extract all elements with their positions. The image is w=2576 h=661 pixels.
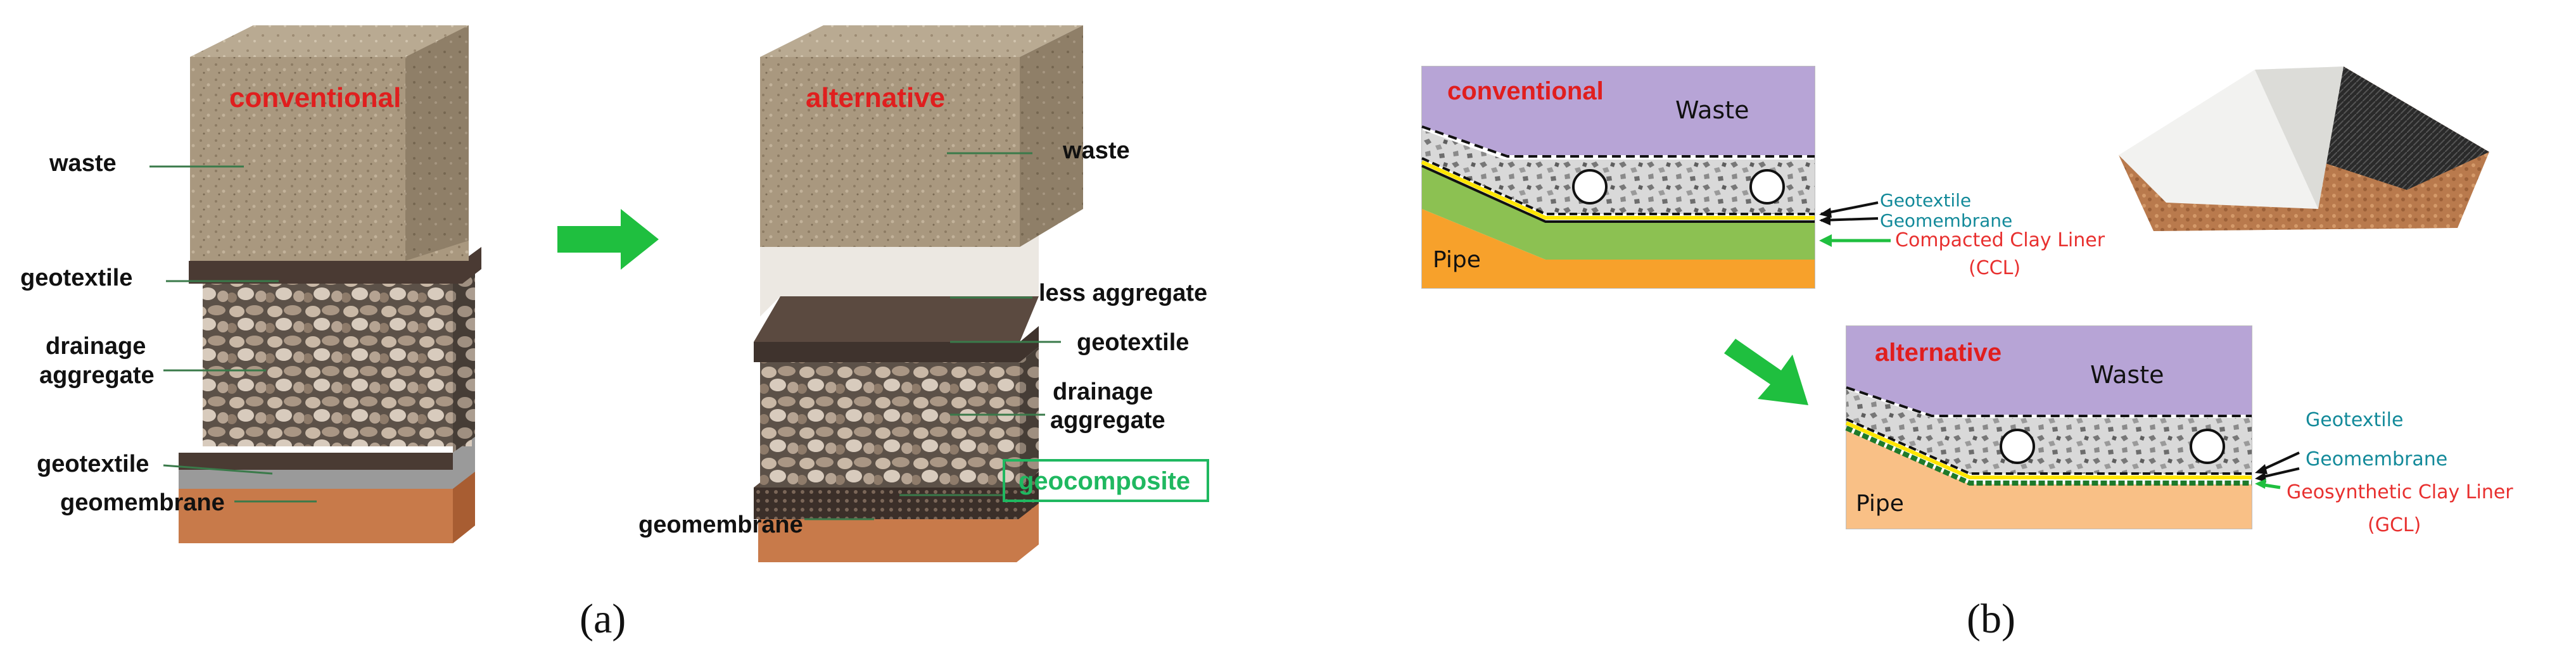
gcl-product-photo	[2119, 66, 2489, 231]
alternative-column	[754, 25, 1209, 562]
label-alt-geomembrane: geomembrane	[638, 512, 803, 538]
caption-b: (b)	[1967, 596, 2015, 642]
b-conventional-pipe: Pipe	[1433, 247, 1481, 273]
alternative-title: alternative	[806, 82, 946, 113]
label-geocomposite: geocomposite	[1018, 467, 1191, 495]
conventional-cross-section	[1421, 66, 1891, 289]
transition-arrow-b	[1724, 339, 1808, 405]
label-alt-waste: waste	[1063, 137, 1130, 164]
b-alternative-geotextile: Geotextile	[2306, 409, 2404, 431]
conventional-column	[149, 25, 481, 543]
b-conventional-geotextile: Geotextile	[1880, 190, 1972, 211]
b-alternative-pipe: Pipe	[1856, 491, 1904, 517]
label-waste: waste	[49, 150, 117, 177]
label-drainage-line1: drainage	[46, 333, 146, 360]
b-conventional-waste: Waste	[1675, 96, 1749, 124]
b-alternative-geomembrane: Geomembrane	[2306, 448, 2448, 470]
geocomposite-box	[1003, 459, 1209, 502]
conventional-title: conventional	[229, 82, 402, 113]
label-alt-geotextile: geotextile	[1077, 329, 1190, 356]
label-geotextile-top: geotextile	[20, 265, 133, 291]
b-alternative-liner-line2: (GCL)	[2368, 514, 2421, 536]
label-alt-drainage-line2: aggregate	[1050, 407, 1165, 434]
b-alternative-title: alternative	[1875, 339, 2002, 367]
transition-arrow-a	[557, 209, 659, 270]
b-conventional-title: conventional	[1447, 77, 1604, 105]
b-alternative-liner-line1: Geosynthetic Clay Liner	[2287, 481, 2513, 503]
label-geomembrane: geomembrane	[60, 489, 225, 516]
caption-a: (a)	[580, 596, 626, 642]
label-drainage-line2: aggregate	[39, 362, 155, 389]
label-less-aggregate: less aggregate	[1039, 280, 1208, 306]
b-conventional-liner-line2: (CCL)	[1969, 257, 2021, 279]
label-geotextile-bottom: geotextile	[37, 451, 149, 477]
alternative-cross-section	[1845, 325, 2300, 529]
b-conventional-liner-line1: Compacted Clay Liner	[1895, 229, 2105, 251]
label-alt-drainage-line1: drainage	[1053, 379, 1153, 405]
b-alternative-waste: Waste	[2090, 361, 2164, 389]
b-conventional-geomembrane: Geomembrane	[1880, 210, 2013, 231]
